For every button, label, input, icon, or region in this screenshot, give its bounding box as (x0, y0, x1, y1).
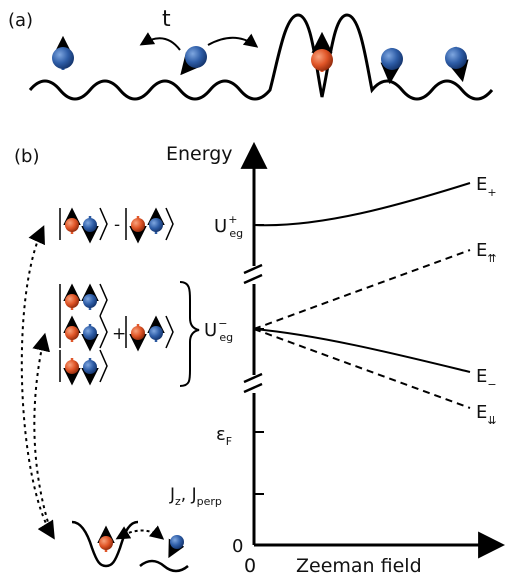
hop-arrow-left (139, 32, 181, 51)
hop-arrow-right (207, 33, 259, 48)
hopping-label: t (162, 7, 171, 32)
e-plus-label: E+ (476, 174, 497, 199)
exchange-dotted-arrow (115, 525, 165, 540)
spin-blue-up-1 (52, 35, 74, 70)
zeeman-axis-title: Zeeman field (296, 555, 422, 577)
curve-e-minus (253, 328, 471, 373)
y-zero-label: 0 (232, 536, 243, 557)
axis-break-2b (243, 382, 263, 394)
ueg-plus-label: U+eg (214, 213, 243, 240)
e-dndn-label: E⇊ (476, 402, 497, 427)
lattice-potential (28, 13, 494, 101)
axis-break-2a (243, 372, 263, 384)
spin-orange-up-trapped (311, 31, 333, 72)
ueg-minus-label: U−eg (204, 317, 233, 344)
x-zero-label: 0 (244, 555, 256, 577)
state-triplet-upup (59, 283, 108, 317)
axis-break-1a (243, 263, 263, 275)
curve-e-plus (253, 182, 471, 227)
plus-sign: + (112, 324, 126, 344)
e-minus-label: E− (476, 366, 497, 391)
spin-orange-up (63, 207, 81, 234)
fermi-energy-label: εF (216, 424, 232, 448)
triplet-brace (179, 281, 200, 387)
spin-blue-down (81, 216, 99, 244)
small-lattice (139, 559, 189, 573)
exchange-label: Jz, Jperp (169, 485, 222, 508)
curve-e-upup (253, 249, 471, 330)
state-singlet: - (59, 207, 174, 244)
e-upup-label: E⇈ (476, 240, 497, 265)
panel-a-label: (a) (8, 10, 33, 31)
trapped-orange-spin (97, 525, 115, 552)
energy-axis-title: Energy (166, 143, 233, 165)
spin-blue-tilted-hopping (180, 46, 207, 76)
spin-blue-down-1 (380, 47, 403, 85)
spin-orange-down (129, 216, 147, 244)
spin-blue-down-2 (445, 46, 469, 83)
curve-e-dndn (253, 328, 471, 409)
state-triplet-dndn (59, 349, 108, 386)
spin-blue-up (147, 207, 165, 234)
panel-b-label: (b) (14, 146, 39, 167)
axis-break-1b (243, 273, 263, 285)
transition-arrow-triplet (32, 332, 53, 536)
free-blue-spin (168, 535, 185, 559)
transition-arrow-singlet (20, 225, 55, 540)
minus-sign: - (114, 215, 120, 235)
state-triplet-zero: + (59, 315, 174, 352)
